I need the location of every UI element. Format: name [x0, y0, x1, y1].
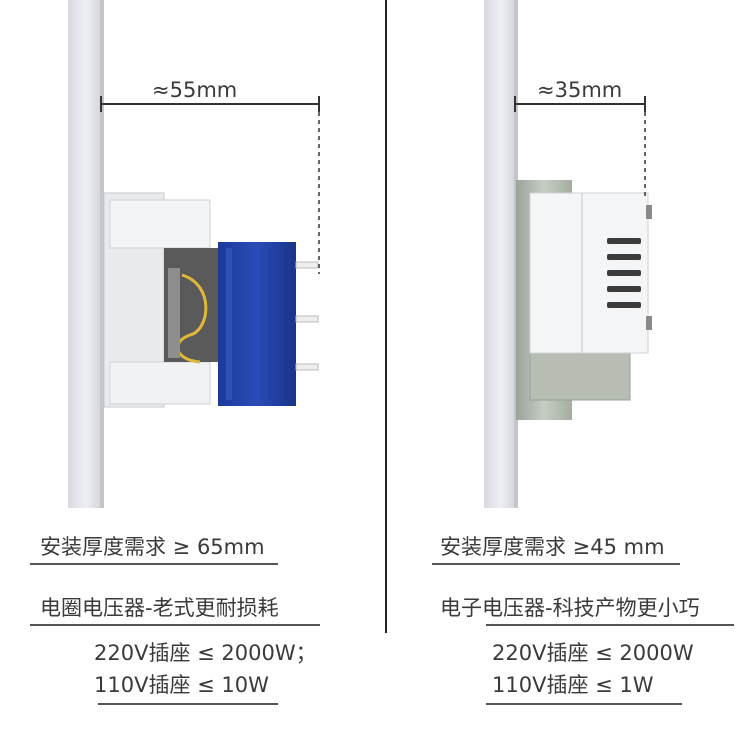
- underline: [30, 624, 320, 626]
- left-spec-220: 220V插座 ≤ 2000W；: [94, 641, 317, 665]
- center-divider: [385, 0, 387, 633]
- pin: [295, 315, 319, 323]
- underline: [432, 563, 680, 565]
- vent-slot: [607, 270, 641, 276]
- underline: [30, 563, 278, 565]
- vent-slot: [607, 302, 641, 308]
- left-depth-requirement: 安装厚度需求 ≥ 65mm: [40, 535, 265, 559]
- left-dimension-label: ≈55mm: [152, 78, 238, 102]
- right-dimension-label: ≈35mm: [537, 78, 623, 102]
- right-spec-220: 220V插座 ≤ 2000W: [492, 641, 694, 665]
- right-faceplate: [484, 0, 518, 508]
- pin: [295, 261, 319, 269]
- underline: [486, 624, 734, 626]
- vent-slot: [607, 286, 641, 292]
- underline: [486, 703, 682, 705]
- copper-wire: [176, 273, 208, 364]
- left-faceplate: [68, 0, 104, 508]
- vent-slot: [607, 254, 641, 260]
- pin: [295, 363, 319, 371]
- right-spec-110: 110V插座 ≤ 1W: [492, 673, 654, 697]
- left-type-label: 电圈电压器-老式更耐损耗: [40, 596, 279, 620]
- underline: [98, 703, 278, 705]
- right-type-label: 电子电压器-科技产物更小巧: [440, 596, 700, 620]
- vent-slot: [607, 238, 641, 244]
- left-spec-110: 110V插座 ≤ 10W: [94, 673, 269, 697]
- right-depth-requirement: 安装厚度需求 ≥45 mm: [440, 535, 665, 559]
